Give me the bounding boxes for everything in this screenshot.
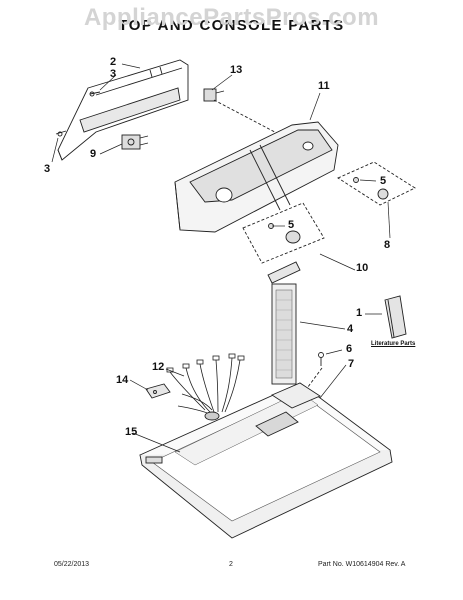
lint-filter: [267, 261, 301, 385]
footer-page-number: 2: [229, 561, 233, 568]
callout-5-right: 5: [380, 175, 387, 187]
callout-12: 12: [152, 361, 165, 373]
callout-4: 4: [347, 323, 354, 335]
page-title: TOP AND CONSOLE PARTS: [118, 17, 345, 34]
callout-13: 13: [230, 64, 243, 76]
leader-lines: [51, 63, 391, 453]
screw-6: [318, 352, 324, 366]
bracket-14: [145, 383, 171, 399]
callout-3-top: 3: [110, 68, 117, 80]
console-housing: [174, 121, 339, 233]
knob-right: [353, 177, 389, 200]
callout-14: 14: [116, 374, 129, 386]
knob-group-front: [242, 202, 325, 264]
callout-2: 2: [110, 56, 117, 68]
callout-9: 9: [90, 148, 97, 160]
callout-1: 1: [356, 307, 363, 319]
callout-3-left: 3: [44, 163, 51, 175]
watermark: AppliancePartsPros.com: [83, 4, 380, 31]
knob-front: [268, 223, 301, 244]
footer-part-number: Part No. W10614904 Rev. A: [318, 561, 406, 568]
callout-15: 15: [125, 426, 138, 438]
console-back-panel: [57, 59, 189, 161]
callout-8: 8: [384, 239, 391, 251]
timer-module: [121, 134, 149, 150]
footer-date: 05/22/2013: [54, 561, 90, 568]
literature-parts-label: Literature Parts: [371, 341, 416, 347]
knob-group-right: [337, 161, 416, 206]
literature-booklet: [384, 295, 407, 339]
callout-7: 7: [348, 358, 355, 370]
callout-5-front: 5: [288, 219, 295, 231]
switch-13: [203, 88, 225, 102]
callout-10: 10: [356, 262, 369, 274]
dryer-top-panel: [139, 382, 393, 539]
screw-left: [55, 130, 67, 137]
callout-6: 6: [346, 343, 353, 355]
callout-11: 11: [318, 80, 330, 92]
wire-harness: [166, 353, 245, 415]
screw-top: [89, 91, 101, 97]
